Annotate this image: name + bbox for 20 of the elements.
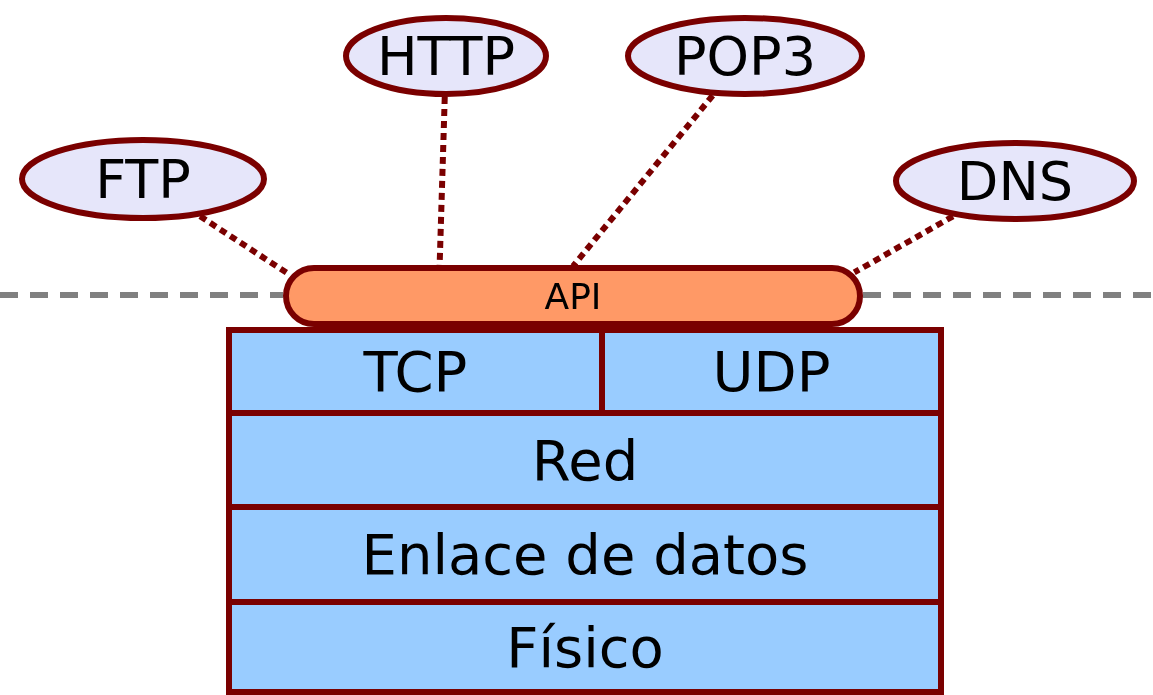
layer-box — [226, 416, 944, 510]
layer-label: Físico — [506, 614, 664, 680]
layer-label: Red — [531, 427, 639, 493]
protocol-ellipse — [625, 15, 865, 97]
layer-box — [226, 605, 944, 695]
protocol-label: DNS — [956, 149, 1074, 213]
protocol-ellipse — [19, 137, 267, 221]
layer-box — [605, 327, 944, 416]
layer-box — [226, 327, 605, 416]
layer-label: UDP — [712, 339, 831, 404]
layer-label: TCP — [363, 339, 468, 404]
layer-box — [226, 510, 944, 605]
protocol-label: HTTP — [376, 24, 516, 88]
protocol-ellipse — [893, 140, 1137, 222]
protocol-label: POP3 — [674, 24, 816, 88]
protocol-ellipse — [343, 15, 549, 97]
protocol-label: FTP — [95, 147, 191, 211]
layer-label: Enlace de datos — [361, 522, 809, 587]
protocol-label: API — [544, 275, 602, 317]
api-pill — [283, 265, 863, 327]
